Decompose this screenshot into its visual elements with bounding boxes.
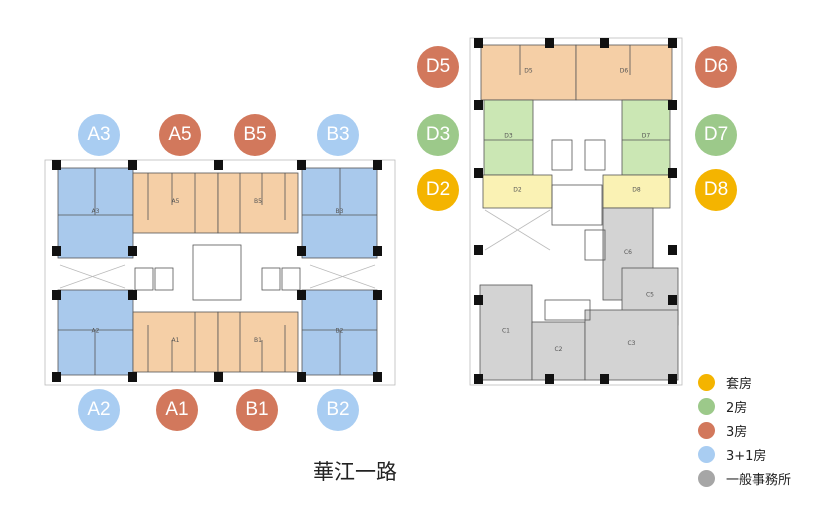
unit-B3 <box>301 167 378 259</box>
right-floor-plan <box>469 37 683 386</box>
legend-item-3plus1room: 3+1房 <box>698 442 791 466</box>
unit-badge-D2: D2 <box>417 169 459 211</box>
legend-item-office: 一般事務所 <box>698 466 791 490</box>
unit-badge-B2: B2 <box>317 389 359 431</box>
unit-label: B3 <box>336 208 344 215</box>
unit-label: C6 <box>624 249 632 256</box>
unit-label: D8 <box>632 187 641 194</box>
unit-D3 <box>483 99 534 176</box>
unit-A2 <box>57 289 134 376</box>
unit-badge-A5: A5 <box>159 114 201 156</box>
unit-D2 <box>482 174 553 209</box>
legend-label: 一般事務所 <box>726 472 792 488</box>
unit-badge-D3: D3 <box>417 114 459 156</box>
unit-badge-A1: A1 <box>156 389 198 431</box>
unit-label: A3 <box>92 208 100 215</box>
unit-A3 <box>57 167 134 259</box>
legend-item-3room: 3房 <box>698 418 791 442</box>
unit-label: D3 <box>504 133 513 140</box>
unit-label: A5 <box>172 198 180 205</box>
unit-badge-D5: D5 <box>417 46 459 88</box>
legend-dot-icon <box>698 445 715 463</box>
unit-label: C1 <box>502 328 510 335</box>
unit-badge-D8: D8 <box>695 169 737 211</box>
legend-label: 套房 <box>726 376 753 392</box>
legend-item-2room: 2房 <box>698 394 791 418</box>
unit-B2 <box>301 289 378 376</box>
legend-dot-icon <box>698 469 715 487</box>
unit-label: A1 <box>172 337 180 344</box>
legend-dot-icon <box>698 373 715 391</box>
legend-dot-icon <box>698 397 715 415</box>
unit-label: A2 <box>92 328 100 335</box>
unit-badge-D6: D6 <box>695 46 737 88</box>
unit-label: B1 <box>254 337 262 344</box>
unit-A5 <box>132 172 219 234</box>
unit-label: D6 <box>620 68 629 75</box>
unit-badge-D7: D7 <box>695 114 737 156</box>
unit-label: C5 <box>646 292 654 299</box>
unit-label: D7 <box>642 133 651 140</box>
legend-label: 3+1房 <box>726 448 767 464</box>
unit-D7 <box>621 99 671 176</box>
unit-C3 <box>584 309 679 381</box>
unit-badge-B1: B1 <box>236 389 278 431</box>
unit-label: B2 <box>336 328 344 335</box>
unit-A1 <box>132 311 219 373</box>
unit-label: D5 <box>524 68 533 75</box>
unit-D6 <box>575 44 673 101</box>
unit-badge-A2: A2 <box>78 389 120 431</box>
unit-badge-A3: A3 <box>78 114 120 156</box>
unit-badge-B3: B3 <box>317 114 359 156</box>
unit-C1 <box>479 284 533 381</box>
legend-dot-icon <box>698 421 715 439</box>
legend-label: 2房 <box>726 400 748 416</box>
unit-D8 <box>602 174 671 209</box>
legend-label: 3房 <box>726 424 748 440</box>
unit-label: B5 <box>254 198 262 205</box>
legend: 套房 2房 3房 3+1房 一般事務所 <box>698 370 791 490</box>
unit-label: C2 <box>554 346 562 353</box>
street-label: 華江一路 <box>313 460 397 484</box>
unit-badge-B5: B5 <box>234 114 276 156</box>
unit-label: D2 <box>513 187 522 194</box>
legend-item-suite: 套房 <box>698 370 791 394</box>
left-floor-plan <box>44 159 396 386</box>
unit-label: C3 <box>627 340 635 347</box>
